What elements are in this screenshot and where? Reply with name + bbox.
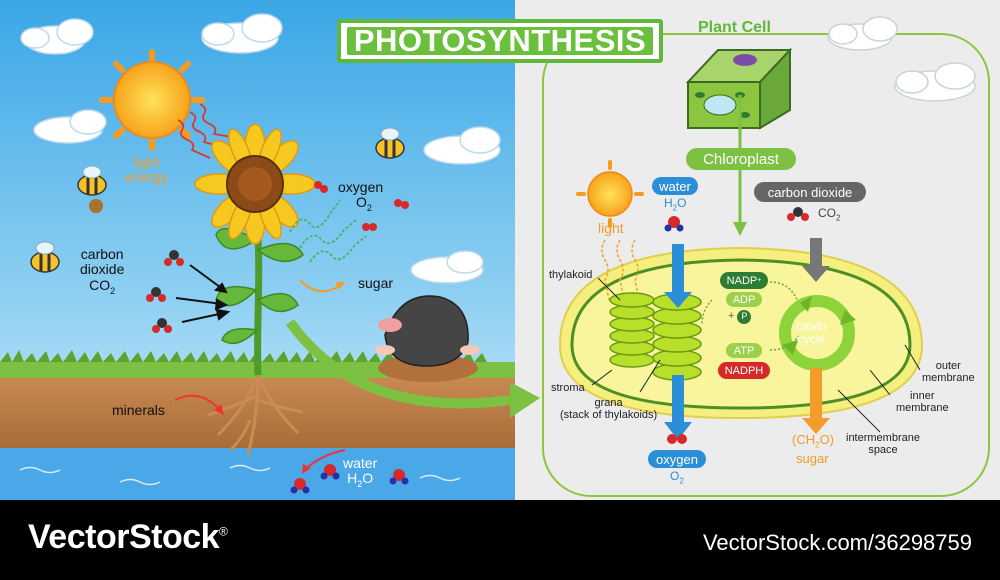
calvin-cycle-icon xyxy=(779,295,856,371)
outer-membrane-label: outer membrane xyxy=(922,360,975,385)
nadp-pill: NADP+ xyxy=(720,272,768,289)
cloud-icon xyxy=(33,109,107,144)
plant-cell-label: Plant Cell xyxy=(698,19,771,36)
mole-icon xyxy=(375,295,480,382)
footer-bar xyxy=(0,500,1000,580)
bee-icon xyxy=(30,241,60,273)
grana-stack xyxy=(652,293,702,381)
cloud-icon xyxy=(410,250,484,284)
ch2o-label: (CH2O) xyxy=(792,432,835,450)
water-in-arrow xyxy=(672,244,684,294)
phosphate-label: + P xyxy=(728,310,752,324)
bee-icon xyxy=(77,165,107,213)
sugar-label-right: sugar xyxy=(796,451,829,466)
o2-molecule-icon xyxy=(667,434,687,444)
oxygen-arrows xyxy=(289,199,367,263)
h2o-molecule-icon xyxy=(320,464,340,480)
thylakoid-label: thylakoid xyxy=(549,269,593,281)
roots xyxy=(207,374,304,456)
plant-cell-icon xyxy=(685,47,793,130)
inner-membrane-label: inner membrane xyxy=(896,390,949,415)
minerals-arrow xyxy=(174,394,221,411)
nadph-pill: NADPH xyxy=(718,362,770,379)
minerals-label: minerals xyxy=(112,402,165,418)
o2-label-right: O2 xyxy=(670,469,684,486)
stock-id: VectorStock.com/36298759 xyxy=(702,530,972,555)
co2-in-arrow xyxy=(810,238,822,268)
sun-icon xyxy=(576,160,644,228)
right-panel xyxy=(285,0,1000,500)
co2-molecule-icon xyxy=(164,250,184,266)
groundwater xyxy=(0,448,515,500)
cloud-icon xyxy=(423,126,501,165)
page-title: PHOTOSYNTHESIS xyxy=(347,23,653,58)
bee-icon xyxy=(375,127,405,159)
light-rays xyxy=(177,103,239,159)
cloud-icon xyxy=(201,13,283,54)
diagram-canvas xyxy=(0,0,1000,500)
carbon-dioxide-pill: carbon dioxide xyxy=(754,182,866,202)
oxygen-pill: oxygen xyxy=(648,450,706,468)
intermembrane-space-label: intermembrane space xyxy=(846,432,920,457)
zoom-arrow xyxy=(285,319,511,409)
chloroplast-label: Chloroplast xyxy=(686,148,796,170)
sugar-label: sugar xyxy=(358,275,394,291)
calvin-cycle-label: calvin cycle xyxy=(796,319,827,347)
cloud-icon xyxy=(894,62,976,102)
co2-arrows xyxy=(175,264,231,323)
oxygen-label: oxygen O2 xyxy=(338,179,384,214)
atp-pill: ATP xyxy=(726,343,762,358)
title-banner: PHOTOSYNTHESIS xyxy=(337,19,663,63)
h2o-molecule-icon xyxy=(389,469,409,485)
co2-molecule-icon xyxy=(152,318,172,333)
h2o-molecule-icon xyxy=(664,216,684,232)
phosphate-icon: P xyxy=(737,310,752,324)
o2-molecule-icon xyxy=(314,181,409,231)
leader-lines xyxy=(591,277,921,433)
adp-pill: ADP xyxy=(726,292,762,307)
grana-label: grana (stack of thylakoids) xyxy=(560,397,658,422)
co2-molecule-icon xyxy=(146,287,166,302)
sugar-arrow xyxy=(299,279,341,293)
oxygen-out-arrow xyxy=(672,375,684,425)
cloud-icon xyxy=(20,18,94,55)
water-pill: water xyxy=(652,177,698,195)
co2-label-right: CO2 xyxy=(818,206,841,223)
sunflower-icon xyxy=(194,123,316,245)
light-energy-label: light energy xyxy=(125,154,168,186)
light-rays xyxy=(601,239,640,301)
co2-molecule-icon xyxy=(787,207,809,221)
water-label: water H2O xyxy=(343,455,378,490)
left-scene xyxy=(0,0,515,500)
carbon-dioxide-label: carbon dioxide CO2 xyxy=(80,246,125,296)
light-label-right: light xyxy=(598,220,624,236)
sugar-out-arrow xyxy=(810,368,822,420)
h2o-label-right: H2O xyxy=(664,196,687,213)
sun-icon xyxy=(99,49,205,151)
vectorstock-logo: VectorStock® xyxy=(28,518,228,556)
stroma-label: stroma xyxy=(551,382,585,394)
h2o-molecule-icon xyxy=(290,478,310,494)
cloud-icon xyxy=(827,16,898,51)
plant-cell-outline xyxy=(542,33,990,497)
